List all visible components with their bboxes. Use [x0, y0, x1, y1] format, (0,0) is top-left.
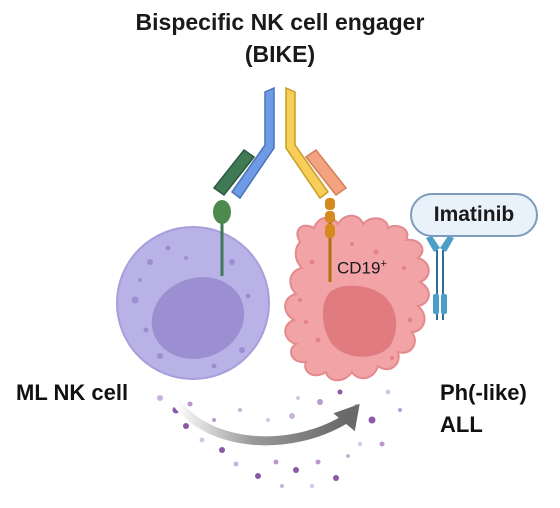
figure-title: Bispecific NK cell engager [135, 9, 425, 35]
nk-cell [116, 226, 270, 380]
kinase-receptor [426, 236, 454, 320]
cd19-receptor [325, 198, 335, 282]
cd19-label: CD19+ [337, 258, 387, 278]
imatinib-label: Imatinib [410, 193, 538, 237]
tumor-nucleus [322, 285, 397, 357]
nk-nucleus [151, 277, 245, 359]
figure-subtitle: (BIKE) [244, 41, 316, 67]
cd16-receptor [213, 200, 231, 276]
target-cell-label-line2: ALL [440, 412, 483, 437]
target-cell-label-line1: Ph(-like) [440, 380, 527, 405]
cytotoxic-granules [157, 389, 402, 488]
killing-arrow [171, 397, 360, 446]
bike-antibody [212, 86, 348, 200]
tumor-cell [284, 214, 430, 382]
nk-cell-label: ML NK cell [16, 380, 129, 405]
